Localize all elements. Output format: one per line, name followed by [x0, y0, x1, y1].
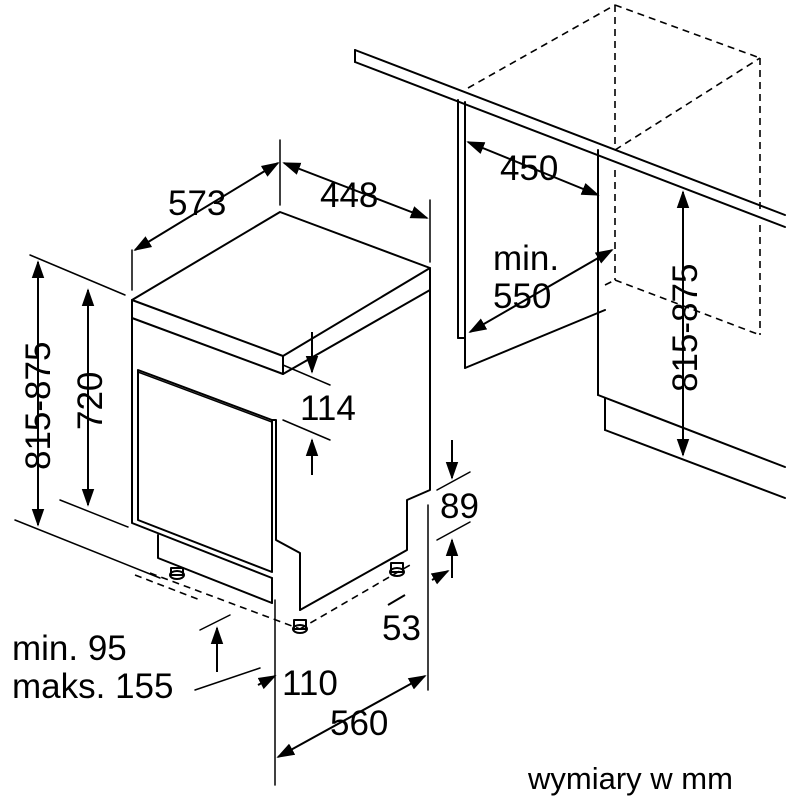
label-53: 53 [382, 609, 421, 648]
label-450: 450 [500, 149, 558, 188]
arrow-53-a [387, 594, 406, 606]
label-114: 114 [300, 389, 356, 428]
label-door-height: 720 [71, 372, 110, 430]
arrow-110 [257, 675, 277, 690]
dimension-labels: 573 448 450 min. 550 815-875 815-875 720… [12, 149, 733, 796]
arrow-450 [466, 141, 600, 196]
arrow-560 [276, 675, 427, 758]
label-110: 110 [282, 664, 338, 703]
dimension-arrows [31, 141, 690, 758]
label-min-550-line1: min. [493, 239, 559, 278]
label-maks-155: maks. 155 [12, 667, 173, 706]
label-573: 573 [168, 184, 226, 223]
arrow-448 [282, 162, 429, 219]
extension-lines [14, 139, 471, 786]
arrow-550 [468, 249, 614, 333]
units-note: wymiary w mm [527, 761, 733, 796]
arrow-53-b [430, 570, 450, 585]
label-total-height: 815-875 [19, 342, 58, 470]
label-560: 560 [330, 704, 388, 743]
label-min-550-line2: 550 [493, 277, 551, 316]
label-89: 89 [440, 487, 479, 526]
label-448: 448 [320, 176, 378, 215]
label-niche-height: 815-875 [666, 264, 705, 392]
arrow-573 [133, 162, 280, 251]
label-min-95: min. 95 [12, 629, 127, 668]
dishwasher-body [131, 211, 431, 634]
cabinet-niche [354, 4, 786, 499]
